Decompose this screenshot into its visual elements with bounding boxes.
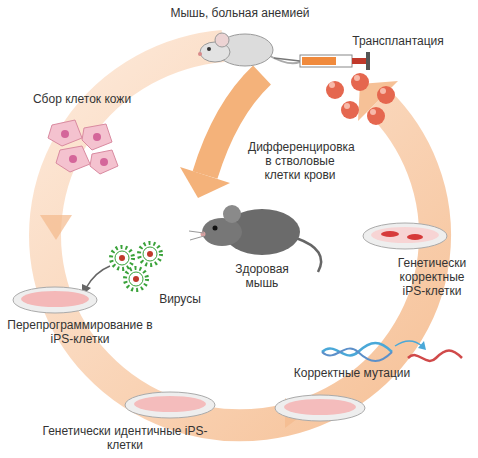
mouse-nose: [198, 52, 202, 56]
stage-label: Корректные мутации: [287, 366, 417, 380]
stem-cells: [326, 73, 395, 125]
mouse-eye: [213, 226, 218, 231]
mouse-head: [202, 218, 242, 246]
viruses: [111, 243, 161, 290]
cell-highlight: [370, 109, 376, 115]
syringe-barrel: [300, 55, 352, 67]
virus-spikes: [111, 247, 133, 269]
mouse-tail: [268, 55, 305, 63]
cell-nucleus: [61, 130, 69, 138]
syringe-plunger: [352, 58, 366, 64]
skin-cell: [48, 120, 82, 146]
cell-nucleus: [100, 158, 108, 166]
dish-content: [21, 291, 89, 307]
stage-label: Дифференцировка в стволовые клетки крови: [248, 140, 352, 182]
corrected-colony: [407, 234, 423, 240]
virus-body: [115, 251, 129, 265]
skin-cells: [48, 120, 118, 174]
mouse-ear: [215, 33, 229, 47]
cycle-chevron: [40, 215, 72, 240]
virus-body: [129, 272, 143, 286]
syringe-needle: [274, 58, 300, 61]
stage-label: Здоровая мышь: [227, 262, 297, 290]
virus-core: [133, 276, 139, 282]
dish-content: [284, 399, 356, 415]
stem-cell: [351, 73, 369, 91]
mutation-arrow: [395, 341, 422, 346]
skin-cell: [82, 124, 112, 150]
dish-content: [134, 396, 206, 412]
corrected-colony: [381, 231, 399, 237]
inner-arrow: [205, 75, 262, 175]
petri-dish: [125, 392, 215, 418]
stage-label: Генетически идентичные iPS-клетки: [40, 424, 210, 452]
petri-dish: [275, 395, 365, 421]
mouse-eye: [207, 47, 211, 51]
cell-highlight: [380, 88, 386, 94]
dna-strand: [322, 343, 392, 355]
mutation-arrowhead: [418, 341, 426, 350]
stem-cell: [341, 101, 359, 119]
skin-cell: [90, 150, 118, 174]
dna-strand: [408, 351, 462, 361]
cell-highlight: [354, 75, 360, 81]
stage-label: Генетически корректные iPS-клетки: [392, 256, 472, 298]
dish-content: [371, 227, 439, 243]
cell-nucleus: [69, 155, 77, 163]
stage-label: Перепрограммирование в iPS-клетки: [5, 318, 155, 346]
stage-label: Трансплантация: [343, 34, 453, 48]
syringe-handle: [366, 52, 370, 70]
petri-dish: [13, 287, 97, 313]
stem-cell: [377, 86, 395, 104]
mouse-whisker: [190, 236, 204, 240]
stage-label: Сбор клеток кожи: [17, 92, 147, 106]
cell-highlight: [329, 82, 335, 88]
cell-nucleus: [93, 133, 101, 141]
inner-arrowhead: [180, 167, 230, 198]
virus-core: [119, 255, 125, 261]
stage-label: Вирусы: [145, 292, 215, 306]
virus-spikes: [139, 243, 161, 265]
skin-cell: [56, 146, 90, 172]
virus-arrow: [86, 266, 110, 288]
cell-highlight: [344, 103, 350, 109]
mouse-tail: [296, 238, 321, 272]
stem-cell: [326, 81, 344, 99]
virus-spikes: [125, 268, 147, 290]
mouse-ear: [223, 205, 241, 223]
syringe-liquid: [302, 57, 336, 65]
virus-core: [147, 251, 153, 257]
mouse-whisker: [189, 231, 204, 233]
virus-body: [143, 247, 157, 261]
petri-dish: [363, 223, 447, 249]
dna-strand: [322, 349, 392, 361]
stage-label: Мышь, больная анемией: [140, 6, 340, 20]
stem-cell: [367, 107, 385, 125]
